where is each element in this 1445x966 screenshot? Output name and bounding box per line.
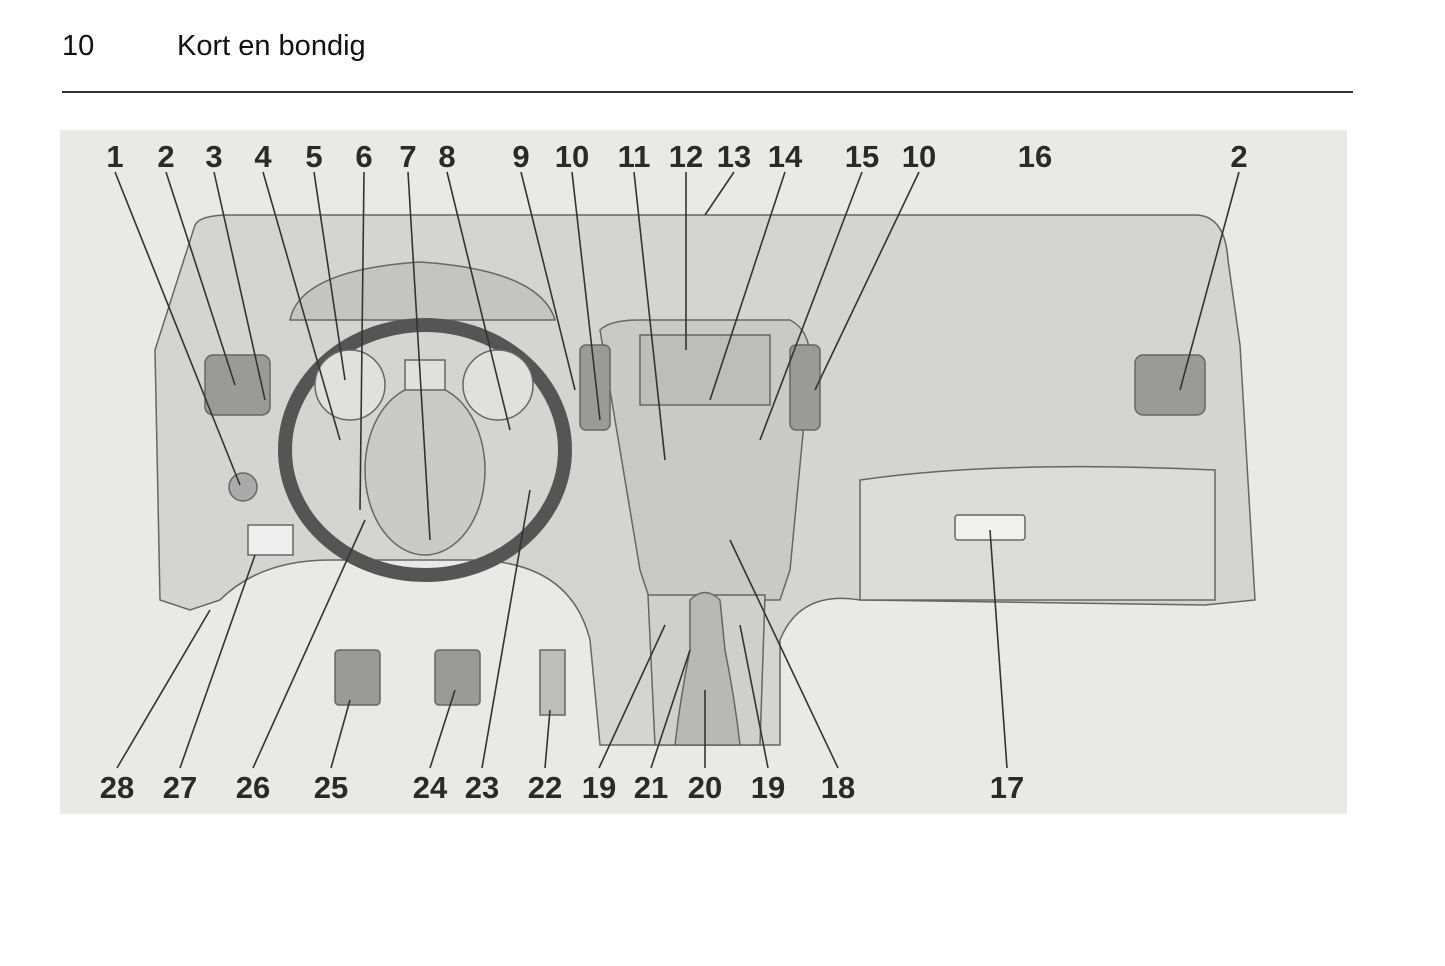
leader-line-19 <box>598 624 666 769</box>
callout-label-2: 2 <box>1230 139 1248 174</box>
leader-line-25 <box>330 699 351 769</box>
callout-label-26: 26 <box>235 770 271 805</box>
leader-line-11 <box>633 171 666 461</box>
callout-label-12: 12 <box>668 139 704 174</box>
callout-label-22: 22 <box>527 770 563 805</box>
steering-wheel <box>278 318 572 582</box>
callout-label-15: 15 <box>844 139 880 174</box>
leader-line-9 <box>520 171 576 391</box>
callout-label-10: 10 <box>554 139 590 174</box>
info-display <box>404 359 446 391</box>
callout-label-28: 28 <box>99 770 135 805</box>
footrest <box>539 649 566 716</box>
callout-label-2: 2 <box>157 139 175 174</box>
leader-line-6 <box>359 171 365 511</box>
leader-line-28 <box>116 609 211 769</box>
vent-left <box>204 354 271 416</box>
page-title: Kort en bondig <box>177 30 366 62</box>
callout-label-23: 23 <box>464 770 500 805</box>
gauge-left <box>314 349 386 421</box>
leader-line-24 <box>429 689 456 769</box>
leader-line-21 <box>650 649 691 769</box>
display-screen <box>639 334 771 406</box>
callout-label-18: 18 <box>820 770 856 805</box>
leader-lines <box>114 171 1240 769</box>
callout-label-6: 6 <box>355 139 373 174</box>
callout-label-9: 9 <box>512 139 530 174</box>
callout-label-4: 4 <box>254 139 272 174</box>
callout-label-17: 17 <box>989 770 1025 805</box>
header-divider <box>62 91 1353 93</box>
light-switch <box>228 472 258 502</box>
leader-line-15 <box>759 171 863 441</box>
leader-line-2 <box>1179 171 1240 391</box>
fuse-box-cover <box>247 524 294 556</box>
callout-label-14: 14 <box>767 139 803 174</box>
callout-label-3: 3 <box>205 139 223 174</box>
leader-line-1 <box>114 171 241 486</box>
leader-line-8 <box>446 171 511 431</box>
callout-label-11: 11 <box>617 139 651 174</box>
callout-label-24: 24 <box>412 770 448 805</box>
callout-label-13: 13 <box>716 139 752 174</box>
accelerator-pedal <box>434 649 481 706</box>
leader-line-19 <box>739 624 769 769</box>
leader-line-10 <box>814 171 920 391</box>
gear-lever <box>674 591 741 746</box>
leader-line-2 <box>165 171 236 386</box>
leader-line-26 <box>252 519 366 769</box>
callout-label-10: 10 <box>901 139 937 174</box>
dashboard-drawing <box>114 171 1256 769</box>
steering-hub <box>364 384 486 556</box>
leader-line-10 <box>571 171 601 421</box>
vent-center-right <box>789 344 821 431</box>
callout-label-8: 8 <box>438 139 456 174</box>
glovebox <box>859 465 1216 601</box>
vent-right <box>1134 354 1206 416</box>
callout-label-27: 27 <box>162 770 198 805</box>
callout-label-5: 5 <box>305 139 323 174</box>
callout-label-25: 25 <box>313 770 349 805</box>
instrument-hood <box>289 261 557 321</box>
leader-line-7 <box>407 171 431 541</box>
callout-label-7: 7 <box>399 139 417 174</box>
leader-line-14 <box>709 171 786 401</box>
callout-label-1: 1 <box>106 139 124 174</box>
callout-label-21: 21 <box>633 770 669 805</box>
leader-line-4 <box>262 171 341 441</box>
leader-line-27 <box>179 554 256 769</box>
page-number: 10 <box>62 30 95 62</box>
callout-label-16: 16 <box>1017 139 1053 174</box>
leader-line-18 <box>729 539 839 769</box>
leader-line-13 <box>704 171 735 216</box>
callout-label-20: 20 <box>687 770 723 805</box>
callout-label-19: 19 <box>581 770 617 805</box>
callout-label-19: 19 <box>750 770 786 805</box>
leader-line-17 <box>989 529 1008 769</box>
leader-line-22 <box>544 709 551 769</box>
gauge-right <box>462 349 534 421</box>
leader-line-3 <box>213 171 266 401</box>
brake-pedal <box>334 649 381 706</box>
leader-line-5 <box>313 171 346 381</box>
vent-center-left <box>579 344 611 431</box>
leader-line-23 <box>481 489 531 769</box>
